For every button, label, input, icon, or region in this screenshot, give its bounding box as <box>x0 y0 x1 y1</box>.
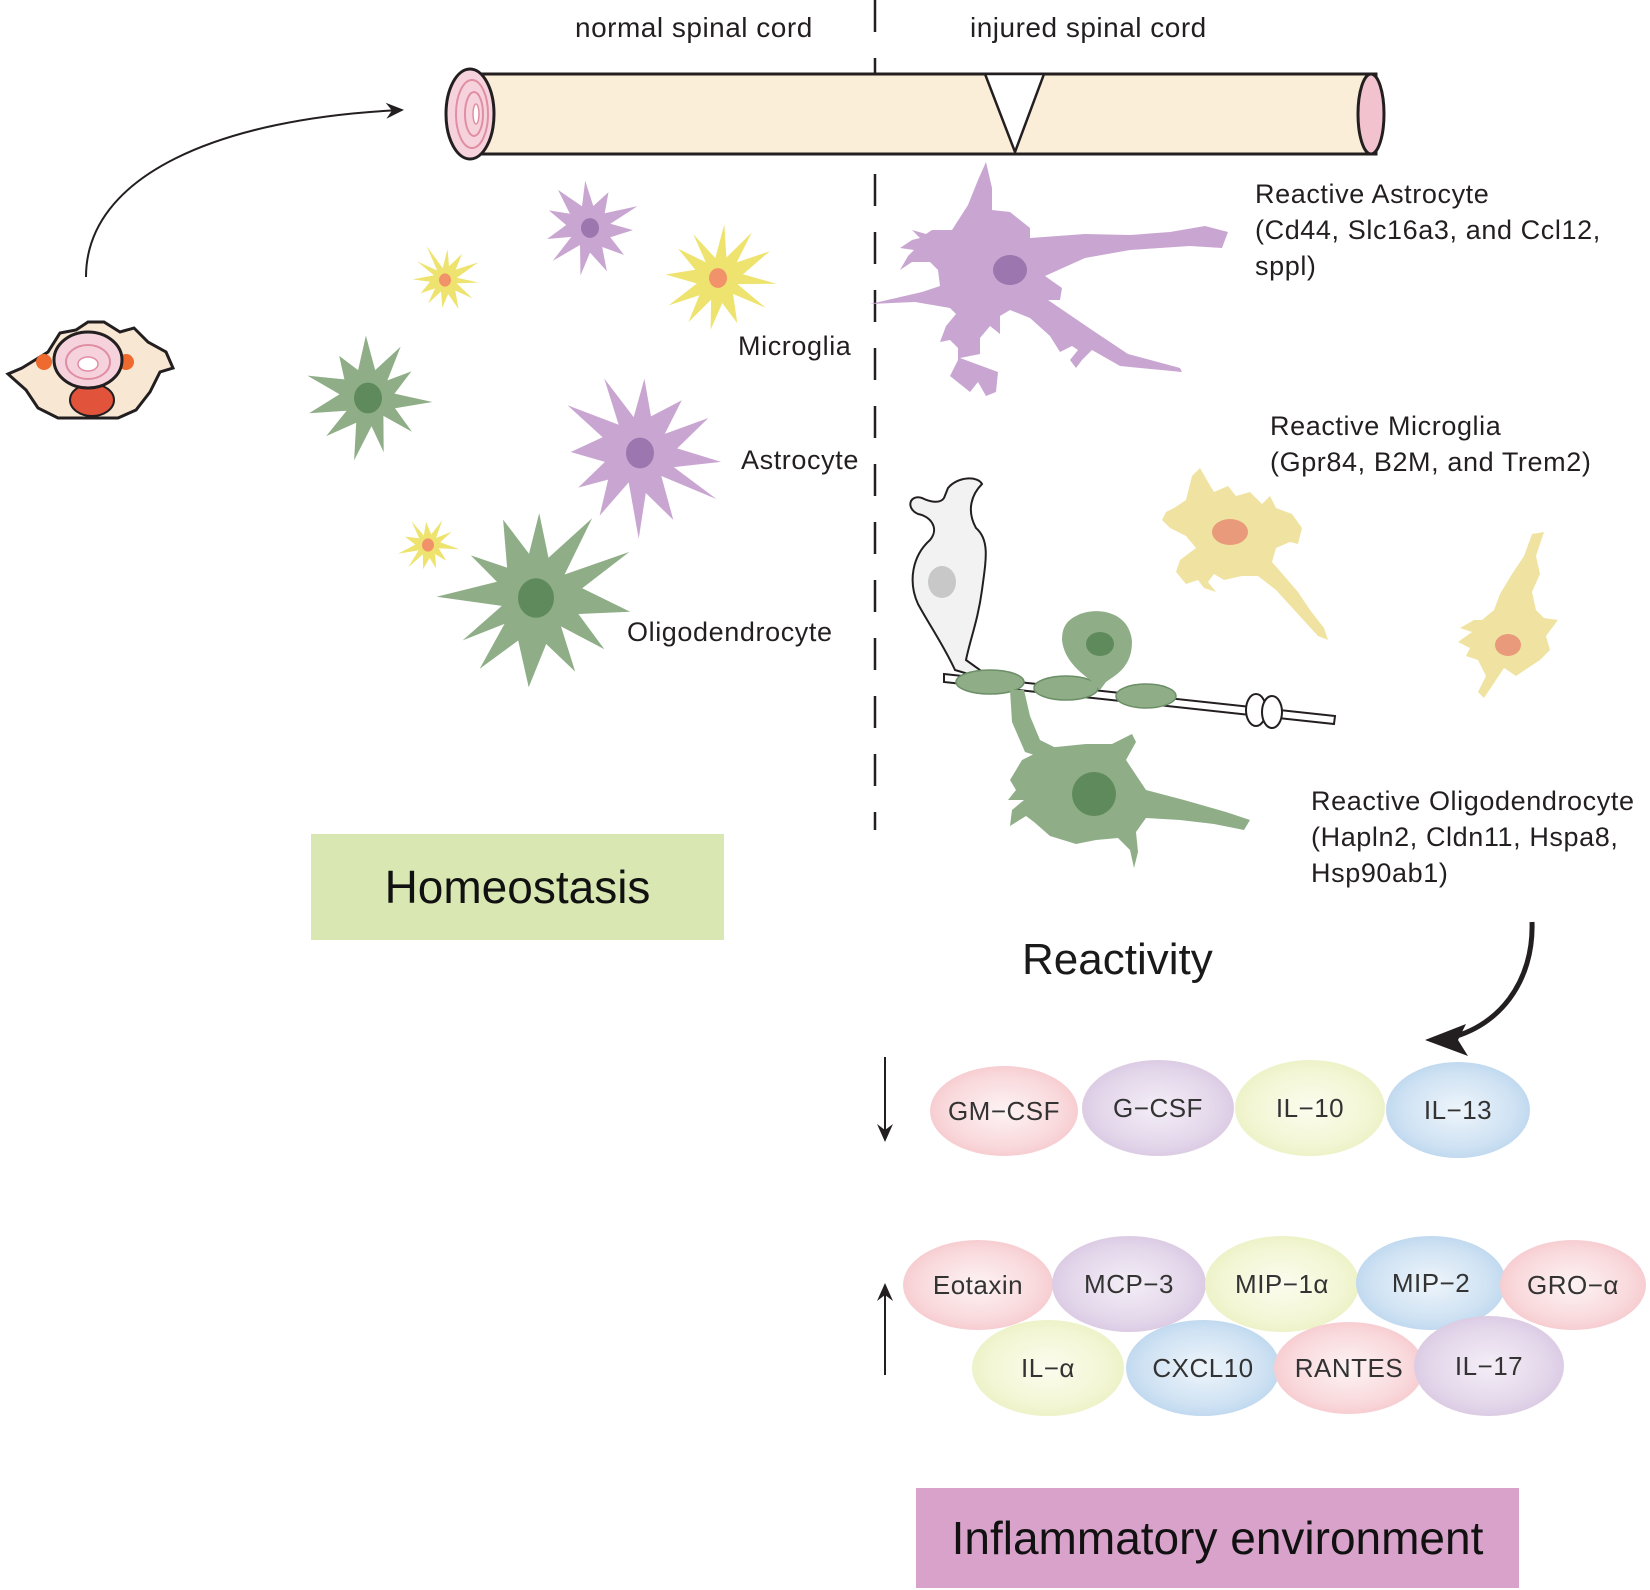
cytokine-up-5: GRO−α <box>1500 1240 1646 1330</box>
vertebra-icon <box>5 320 176 420</box>
cytokine-up-7: CXCL10 <box>1126 1320 1280 1416</box>
reactive-oligodendrocyte-label: Reactive Oligodendrocyte (Hapln2, Cldn11… <box>1311 786 1635 888</box>
cytokine-up-1: Eotaxin <box>903 1240 1053 1330</box>
astrocyte-cell-small <box>547 180 638 276</box>
cytokine-up-2: MCP−3 <box>1052 1236 1206 1332</box>
reactive-oligodendrocyte-cell <box>909 477 1337 868</box>
cytokine-up-6: IL−α <box>972 1320 1124 1416</box>
reactive-microglia-label: Reactive Microglia (Gpr84, B2M, and Trem… <box>1270 411 1592 477</box>
oligodendrocyte-label: Oligodendrocyte <box>627 617 833 647</box>
reactive-astrocyte-cell <box>870 162 1228 396</box>
injury-wedge <box>983 72 1046 156</box>
reactive-microglia-cell <box>1162 468 1558 698</box>
injured-cord-header: injured spinal cord <box>970 12 1207 43</box>
microglia-cell-1 <box>412 245 479 309</box>
homeostasis-label: Homeostasis <box>384 861 651 913</box>
spinal-cord <box>444 67 1386 161</box>
cytokine-down-1: GM−CSF <box>930 1066 1078 1156</box>
normal-cord-header: normal spinal cord <box>575 12 813 43</box>
cytokine-down-3: IL−10 <box>1235 1060 1385 1156</box>
reactivity-label: Reactivity <box>1022 935 1213 984</box>
cytokine-up-3: MIP−1α <box>1205 1236 1359 1332</box>
arrow-to-cytokines <box>1439 921 1535 1043</box>
reactive-astrocyte-label: Reactive Astrocyte (Cd44, Slc16a3, and C… <box>1255 179 1601 281</box>
microglia-cell-3 <box>398 520 460 570</box>
cytokine-up-8: RANTES <box>1274 1322 1424 1414</box>
microglia-label: Microglia <box>738 331 852 361</box>
cytokine-down-2: G−CSF <box>1082 1060 1234 1156</box>
inflammatory-label: Inflammatory environment <box>951 1512 1484 1564</box>
homeostasis-box: Homeostasis <box>311 834 724 940</box>
normal-cells <box>307 180 777 688</box>
cytokine-down-4: IL−13 <box>1386 1062 1530 1158</box>
astrocyte-cell-large <box>567 378 722 539</box>
arrow-to-cord <box>85 102 404 278</box>
cytokine-up-4: MIP−2 <box>1356 1236 1506 1330</box>
cytokine-up-9: IL−17 <box>1414 1316 1564 1416</box>
oligodendrocyte-cell-2 <box>436 513 631 688</box>
astrocyte-label: Astrocyte <box>741 445 859 475</box>
oligodendrocyte-cell-1 <box>307 335 433 461</box>
inflammatory-box: Inflammatory environment <box>916 1488 1519 1588</box>
microglia-cell-2 <box>665 224 777 330</box>
